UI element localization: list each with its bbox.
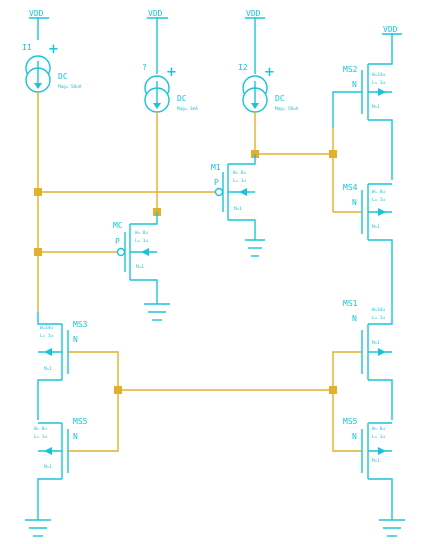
- svg-text:W= 8u: W= 8u: [34, 426, 47, 432]
- svg-text:Mag= 50uA: Mag= 50uA: [275, 106, 299, 112]
- svg-text:N: N: [352, 198, 357, 207]
- svg-text:VDD: VDD: [148, 9, 163, 18]
- svg-text:L= 1u: L= 1u: [372, 434, 385, 440]
- ground-m1: [245, 239, 265, 257]
- svg-text:+: +: [264, 65, 275, 80]
- svg-text:DC: DC: [58, 72, 68, 81]
- transistor-m1: M1 P W= 8u L= 1u M=1: [211, 154, 256, 240]
- svg-text:M=1: M=1: [234, 206, 242, 212]
- svg-text:M=1: M=1: [372, 104, 380, 110]
- svg-text:VDD: VDD: [383, 25, 398, 34]
- svg-text:MS5: MS5: [343, 417, 358, 426]
- svg-text:W=14u: W=14u: [372, 72, 385, 78]
- svg-text:N: N: [73, 432, 78, 441]
- svg-text:M=1: M=1: [372, 340, 380, 346]
- svg-text:MS2: MS2: [343, 65, 358, 74]
- svg-text:DC: DC: [275, 94, 285, 103]
- transistor-ms2: MS2 N W=14u L= 1u M=1: [332, 55, 393, 180]
- ground-mc: [144, 303, 170, 321]
- transistor-ms5-left: MS5 N W= 8u L= 1u M=1: [34, 417, 88, 520]
- svg-text:L= 1u: L= 1u: [135, 238, 148, 244]
- vdd-label-1: VDD: [29, 9, 49, 40]
- transistor-ms4: MS4 N W= 8u L= 1u M=1: [333, 183, 393, 290]
- svg-text:M=1: M=1: [372, 224, 380, 230]
- svg-text:VDD: VDD: [29, 9, 44, 18]
- svg-text:+: +: [48, 42, 59, 57]
- svg-text:W= 8u: W= 8u: [233, 170, 246, 176]
- svg-text:MS3: MS3: [73, 320, 88, 329]
- svg-text:P: P: [115, 237, 120, 246]
- svg-text:Mag= 50uA: Mag= 50uA: [58, 84, 82, 90]
- svg-text:L= 1u: L= 1u: [372, 315, 385, 321]
- svg-text:L= 1u: L= 1u: [34, 434, 47, 440]
- svg-text:N: N: [352, 80, 357, 89]
- transistor-ms3: MS3 N W=14u L= 1u M=1: [37, 312, 88, 420]
- svg-text:L= 1u: L= 1u: [372, 80, 385, 86]
- svg-text:W=14u: W=14u: [40, 325, 53, 331]
- svg-text:N: N: [352, 432, 357, 441]
- svg-text:I2: I2: [238, 63, 248, 72]
- svg-text:N: N: [73, 335, 78, 344]
- svg-text:DC: DC: [177, 94, 187, 103]
- svg-text:M1: M1: [211, 163, 221, 172]
- transistor-ms5-right: MS5 N W= 8u L= 1u M=1: [343, 417, 393, 520]
- svg-text:VDD: VDD: [246, 9, 261, 18]
- svg-text:?: ?: [142, 63, 147, 72]
- svg-text:Mag= 1mA: Mag= 1mA: [177, 106, 198, 112]
- current-source-i2: I2 + DC Mag= 50uA: [238, 63, 299, 113]
- svg-text:MS4: MS4: [343, 183, 358, 192]
- junction-dots: [34, 150, 337, 394]
- svg-text:M=1: M=1: [136, 264, 144, 270]
- current-source-mid: ? + DC Mag= 1mA: [142, 63, 198, 113]
- current-source-i1: I1 + DC Mag= 50uA: [22, 42, 82, 93]
- svg-text:I1: I1: [22, 43, 32, 52]
- svg-text:W= 8u: W= 8u: [372, 426, 385, 432]
- svg-text:L= 1u: L= 1u: [372, 197, 385, 203]
- svg-text:W= 8u: W= 8u: [135, 230, 148, 236]
- transistor-ms1: MS1 N W=14u L= 1u M=1: [343, 290, 393, 420]
- svg-text:M=1: M=1: [372, 458, 380, 464]
- svg-text:N: N: [352, 314, 357, 323]
- svg-text:P: P: [214, 178, 219, 187]
- vdd-label-2: VDD: [147, 9, 168, 74]
- svg-text:W= 8u: W= 8u: [372, 189, 385, 195]
- vdd-label-4: VDD: [382, 25, 402, 55]
- svg-text:M=1: M=1: [44, 366, 52, 372]
- transistor-mc: MC P W= 8u L= 1u M=1: [113, 212, 158, 304]
- vdd-label-3: VDD: [245, 9, 265, 74]
- svg-text:+: +: [166, 65, 177, 80]
- svg-text:L= 1u: L= 1u: [233, 178, 246, 184]
- ground-left: [25, 519, 51, 537]
- svg-text:L= 1u: L= 1u: [40, 333, 53, 339]
- ground-right: [379, 519, 405, 537]
- svg-text:W=14u: W=14u: [372, 307, 385, 313]
- svg-text:MS1: MS1: [343, 299, 358, 308]
- svg-text:M=1: M=1: [44, 464, 52, 470]
- wires: [37, 92, 362, 452]
- svg-text:MC: MC: [113, 221, 123, 230]
- svg-text:MS5: MS5: [73, 417, 88, 426]
